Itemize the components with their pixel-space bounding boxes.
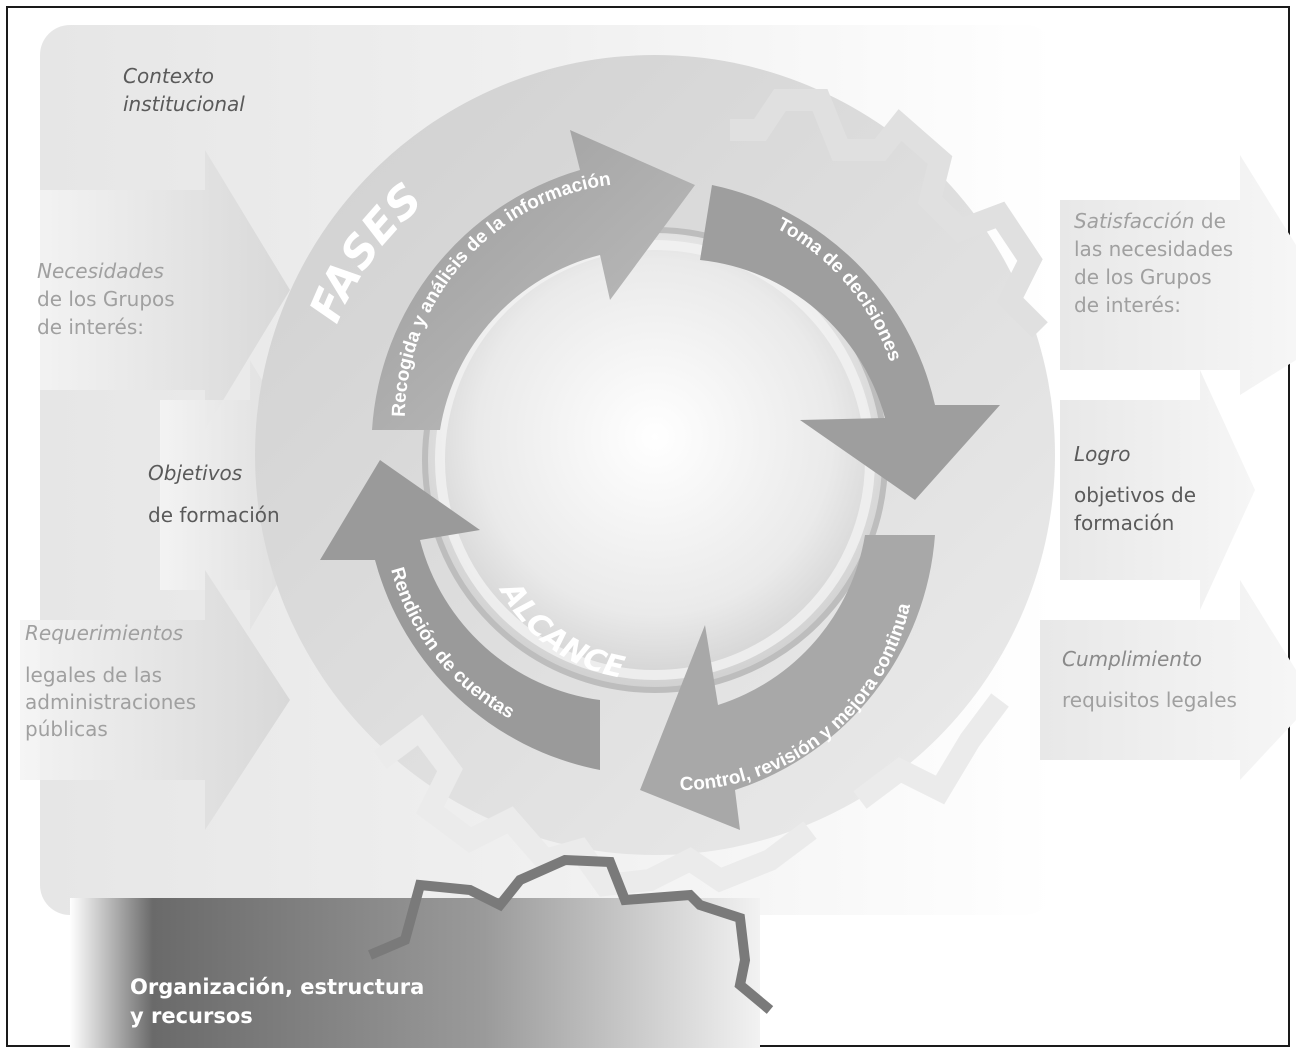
cumplimiento-line2: requisitos legales <box>1062 688 1237 712</box>
input-arrow-necesidades <box>40 150 290 430</box>
cumplimiento-emph: Cumplimiento <box>1062 647 1202 671</box>
footer-line2: y recursos <box>130 1004 253 1028</box>
necesidades-line2: de los Grupos <box>37 287 175 311</box>
necesidades-line3: de interés: <box>37 315 144 339</box>
output-arrow-logro <box>1060 370 1255 610</box>
logro-line3: formación <box>1074 511 1174 535</box>
satisfaccion-line3: de los Grupos <box>1074 265 1212 289</box>
satisfaccion-line2: las necesidades <box>1074 237 1233 261</box>
small-gear-outline <box>368 854 774 1014</box>
objetivos-line2: de formación <box>148 503 280 527</box>
requerimientos-line2: legales de las <box>25 663 162 687</box>
requerimientos-line3: administraciones <box>25 690 196 714</box>
phase-arrow-control <box>640 535 935 830</box>
logro-line2: objetivos de <box>1074 483 1196 507</box>
input-arrow-requerimientos <box>20 570 290 830</box>
requerimientos-emph: Requerimientos <box>25 621 183 645</box>
context-label-line1: Contexto <box>123 64 214 88</box>
objetivos-emph: Objetivos <box>148 461 242 485</box>
output-arrow-cumplimiento <box>1040 580 1296 780</box>
satisfaccion-line1: Satisfacción de <box>1074 209 1226 233</box>
necesidades-emph: Necesidades <box>37 259 164 283</box>
phase-arrow-toma <box>700 185 1000 500</box>
footer-line1: Organización, estructura <box>130 975 424 999</box>
phase-arrow-recogida <box>372 130 695 430</box>
context-label-line2: institucional <box>123 92 245 116</box>
satisfaccion-line4: de interés: <box>1074 293 1181 317</box>
logro-emph: Logro <box>1074 442 1131 466</box>
phase-arrow-rendicion <box>320 460 600 770</box>
output-arrow-satisfaccion <box>1060 155 1296 395</box>
requerimientos-line4: públicas <box>25 717 108 741</box>
footer-band <box>70 898 760 1048</box>
cycle-arrows <box>320 130 1000 830</box>
